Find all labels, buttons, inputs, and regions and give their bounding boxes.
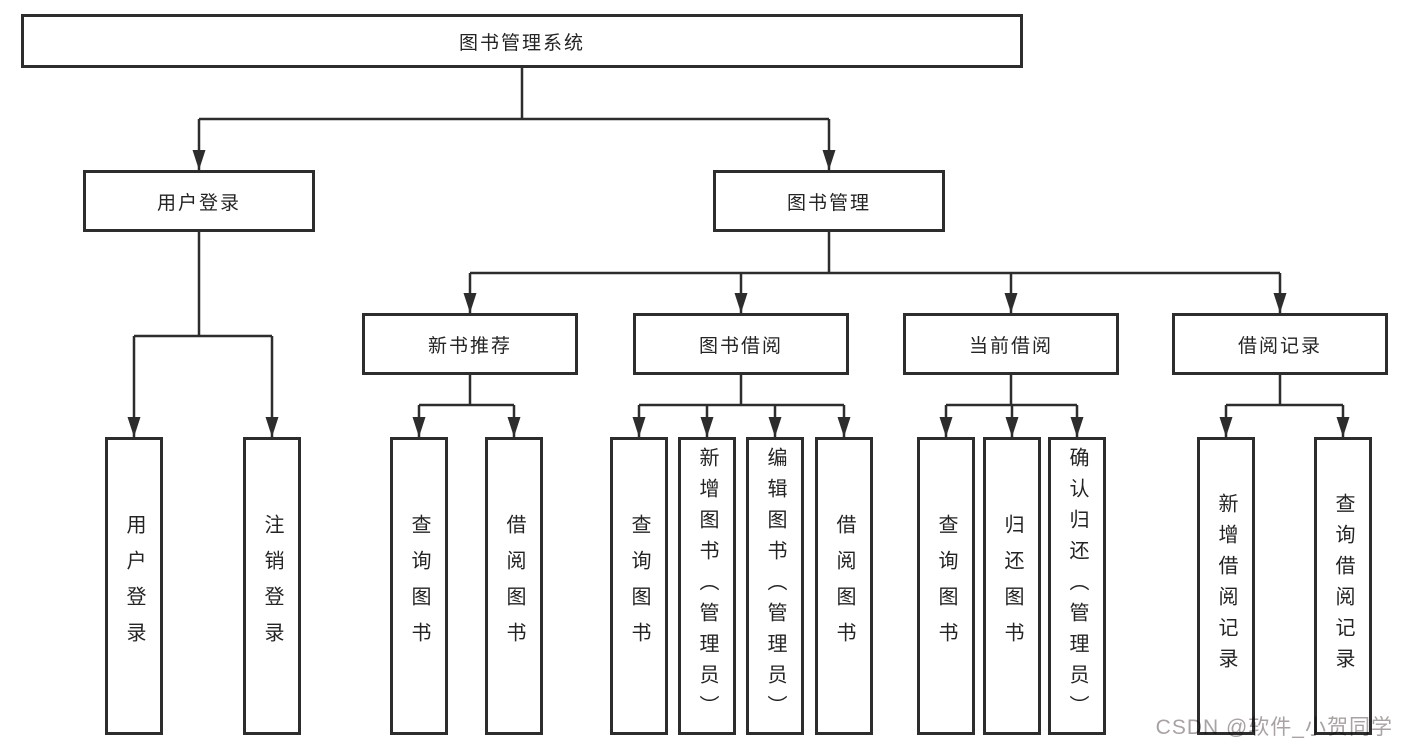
leaf-recommend-query-book: 查询图书 <box>390 437 448 735</box>
node-borrowing-records: 借阅记录 <box>1172 313 1388 375</box>
leaf-current-query-book: 查询图书 <box>917 437 975 735</box>
node-root: 图书管理系统 <box>21 14 1023 68</box>
node-book-borrowing: 图书借阅 <box>633 313 849 375</box>
leaf-borrowing-add-book-admin: 新增图书（管理员） <box>678 437 736 735</box>
leaf-current-return-book: 归还图书 <box>983 437 1041 735</box>
connector-borrowing-bar <box>639 375 844 407</box>
leaf-user-login: 用户登录 <box>105 437 163 735</box>
connector-current-bar <box>946 375 1077 407</box>
node-user-login: 用户登录 <box>83 170 315 232</box>
leaf-recommend-borrow-book: 借阅图书 <box>485 437 543 735</box>
node-book-management: 图书管理 <box>713 170 945 232</box>
connector-bookmgmt-bar <box>470 232 1280 275</box>
leaf-records-query-borrow-record: 查询借阅记录 <box>1314 437 1372 735</box>
node-new-book-recommendation: 新书推荐 <box>362 313 578 375</box>
leaf-borrowing-borrow-book: 借阅图书 <box>815 437 873 735</box>
watermark: CSDN @软件_小贺同学 <box>1155 716 1393 739</box>
leaf-current-confirm-return-admin: 确认归还（管理员） <box>1048 437 1106 735</box>
connector-recommend-bar <box>419 375 514 407</box>
leaf-records-add-borrow-record: 新增借阅记录 <box>1197 437 1255 735</box>
node-current-borrowing: 当前借阅 <box>903 313 1119 375</box>
connector-records-bar <box>1226 375 1343 407</box>
leaf-logout-login: 注销登录 <box>243 437 301 735</box>
leaf-borrowing-edit-book-admin: 编辑图书（管理员） <box>746 437 804 735</box>
connector-root-bar <box>199 68 829 121</box>
leaf-borrowing-query-book: 查询图书 <box>610 437 668 735</box>
connector-userlogin-bar <box>134 232 272 338</box>
